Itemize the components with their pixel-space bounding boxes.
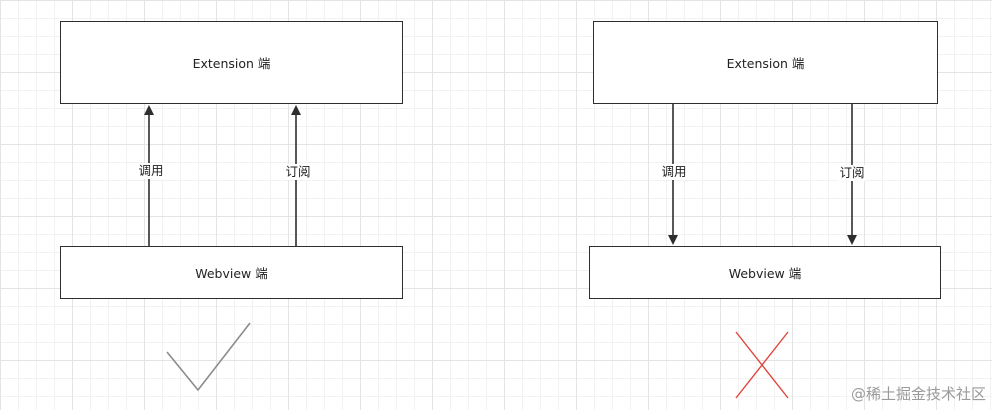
left-webview-label: Webview 端 (195, 266, 268, 281)
right-subscribe-label: 订阅 (838, 165, 866, 181)
left-call-label: 调用 (137, 163, 165, 179)
left-subscribe-label: 订阅 (284, 164, 312, 180)
right-webview-label: Webview 端 (728, 266, 802, 281)
right-extension-label: Extension 端 (726, 56, 805, 71)
right-call-label: 调用 (660, 164, 688, 180)
left-webview-box: Webview 端 (60, 246, 403, 299)
watermark: @稀土掘金技术社区 (850, 385, 986, 403)
right-webview-box: Webview 端 (589, 246, 941, 299)
check-icon (166, 322, 251, 392)
left-extension-box: Extension 端 (60, 21, 403, 104)
cross-icon (735, 331, 789, 399)
right-extension-box: Extension 端 (593, 21, 938, 104)
left-extension-label: Extension 端 (192, 56, 271, 71)
